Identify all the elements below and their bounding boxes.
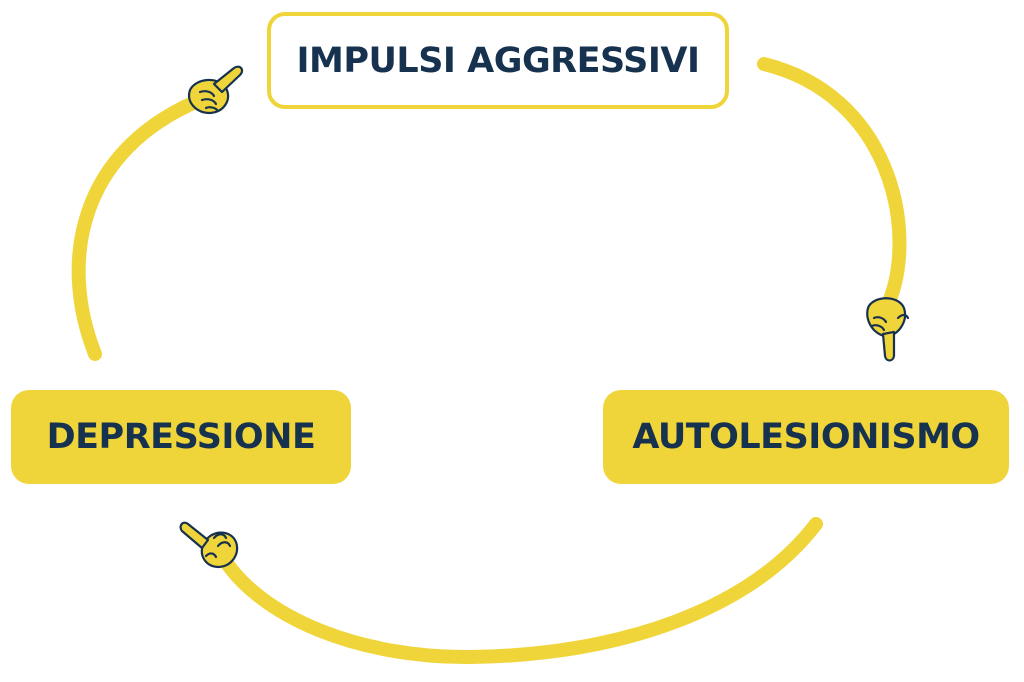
node-impulsi-aggressivi-label: IMPULSI AGGRESSIVI <box>296 40 700 81</box>
node-depressione-label: DEPRESSIONE <box>46 417 316 457</box>
arrow-depressione-to-impulsi <box>71 93 207 361</box>
node-impulsi-aggressivi: IMPULSI AGGRESSIVI <box>267 12 729 109</box>
pointing-hand-down-icon <box>866 297 910 362</box>
pointing-hand-right-icon <box>188 65 244 115</box>
arrow-autolesionismo-to-depressione <box>215 517 823 665</box>
arrow-impulsi-to-autolesionismo <box>757 57 907 309</box>
pointing-hand-left-icon <box>179 521 239 569</box>
node-depressione: DEPRESSIONE <box>11 390 351 484</box>
node-autolesionismo: AUTOLESIONISMO <box>603 390 1009 484</box>
node-autolesionismo-label: AUTOLESIONISMO <box>632 417 980 457</box>
